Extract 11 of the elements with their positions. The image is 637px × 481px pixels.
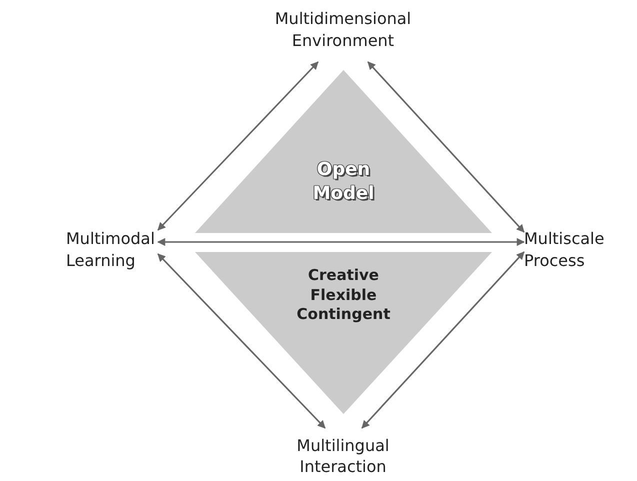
node-label: Multimodal Learning <box>66 228 156 272</box>
double-arrow <box>157 253 326 429</box>
node-label: Multilingual Interaction <box>296 434 390 478</box>
double-arrow <box>361 251 525 429</box>
triangle-label: Open Model <box>312 158 376 205</box>
double-arrow <box>157 61 319 231</box>
triangle-label: Creative Flexible Contingent <box>296 266 392 324</box>
double-arrow <box>157 238 525 246</box>
double-arrow <box>367 61 525 233</box>
node-label: Multidimensional Environment <box>274 8 412 52</box>
node-label: Multiscale Process <box>524 228 606 272</box>
